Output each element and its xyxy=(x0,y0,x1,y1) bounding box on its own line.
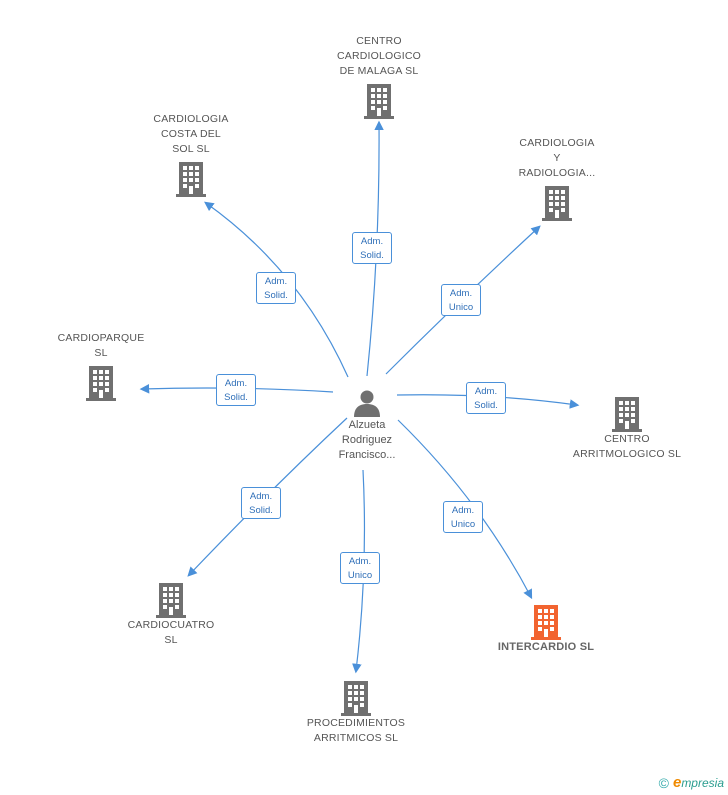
company-node-cardioparque[interactable]: CARDIOPARQUE SL xyxy=(46,331,156,401)
building-icon xyxy=(364,84,394,119)
company-name: PROCEDIMIENTOS ARRITMICOS SL xyxy=(306,717,406,744)
building-icon xyxy=(542,186,572,221)
person-name: Alzueta Rodriguez Francisco... xyxy=(338,419,396,461)
building-icon xyxy=(86,366,116,401)
edge-label-malaga: Adm. Solid. xyxy=(352,232,392,264)
edge-label-cardiocuatro: Adm. Solid. xyxy=(241,487,281,519)
edge-label-radiologia: Adm. Unico xyxy=(441,284,481,316)
building-icon xyxy=(341,681,371,716)
company-node-malaga[interactable]: CENTRO CARDIOLOGICO DE MALAGA SL xyxy=(314,34,444,119)
company-name: INTERCARDIO SL xyxy=(497,641,595,653)
company-name: CARDIOLOGIA COSTA DEL SOL SL xyxy=(153,113,229,155)
building-icon xyxy=(612,397,642,432)
edge-label-intercardio: Adm. Unico xyxy=(443,501,483,533)
edge-label-cardioparque: Adm. Solid. xyxy=(216,374,256,406)
company-node-radiologia[interactable]: CARDIOLOGIA Y RADIOLOGIA... xyxy=(500,136,614,221)
person-icon xyxy=(354,390,380,417)
company-name: CENTRO ARRITMOLOGICO SL xyxy=(572,433,682,460)
company-node-procedimientos[interactable]: PROCEDIMIENTOS ARRITMICOS SL xyxy=(296,680,416,746)
company-node-costa[interactable]: CARDIOLOGIA COSTA DEL SOL SL xyxy=(136,112,246,197)
edge-label-costa: Adm. Solid. xyxy=(256,272,296,304)
company-name: CARDIOCUATRO SL xyxy=(127,619,215,646)
company-node-arritmologico[interactable]: CENTRO ARRITMOLOGICO SL xyxy=(566,396,688,462)
person-node[interactable]: Alzueta Rodriguez Francisco... xyxy=(322,388,412,463)
building-icon-highlighted xyxy=(531,605,561,640)
edge-label-procedimientos: Adm. Unico xyxy=(340,552,380,584)
company-node-intercardio[interactable]: INTERCARDIO SL xyxy=(486,604,606,655)
company-name: CENTRO CARDIOLOGICO DE MALAGA SL xyxy=(336,35,422,77)
copyright-icon: © xyxy=(658,774,669,791)
company-node-cardiocuatro[interactable]: CARDIOCUATRO SL xyxy=(116,582,226,648)
empresia-watermark: © empresia xyxy=(659,774,724,791)
company-name: CARDIOPARQUE SL xyxy=(57,332,145,359)
brand-logo: empresia xyxy=(672,774,724,791)
company-name: CARDIOLOGIA Y RADIOLOGIA... xyxy=(518,137,596,179)
building-icon xyxy=(176,162,206,197)
building-icon xyxy=(156,583,186,618)
edge-label-arritmologico: Adm. Solid. xyxy=(466,382,506,414)
